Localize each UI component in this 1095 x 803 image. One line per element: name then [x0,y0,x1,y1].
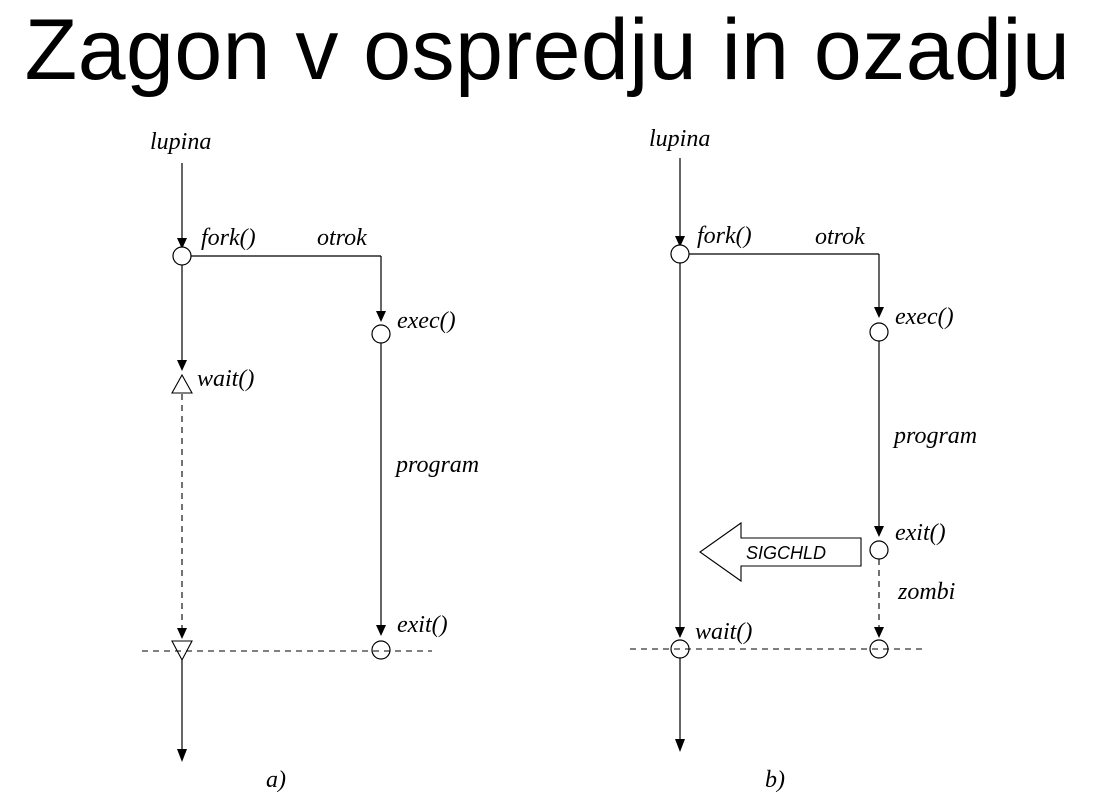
shell-label-b: lupina [649,126,710,152]
arrowhead-b [874,627,884,638]
zombie-label-b: zombi [897,579,955,605]
program-label-a: program [394,452,479,478]
arrowhead-a [376,311,386,322]
exec-label-a: exec() [397,308,456,334]
arrowhead-b [874,307,884,318]
fork-node-a [172,246,192,266]
program-label-b: program [892,423,977,449]
arrowhead-b [675,739,685,752]
page-title: Zagon v ospredju in ozadju [24,2,1071,98]
exit-node-b [869,540,889,560]
fork-node-b [670,244,690,264]
arrowhead-b [874,526,884,537]
sigchld-arrow [699,521,862,583]
exit-node-a [371,640,391,660]
exec-node-a [371,324,391,344]
diagram-b: lupina fork() otrok exec() program exit(… [630,126,977,793]
wait-triangle-a [171,373,193,394]
exec-node-b [869,322,889,342]
wait-label-b: wait() [695,619,752,645]
child-label-b: otrok [815,224,865,250]
arrowhead-a [177,628,187,639]
arrowhead-b [675,627,685,638]
diagram-a: lupina fork() otrok exec() program exit(… [142,129,479,793]
exit-label-a: exit() [397,612,448,638]
arrowhead-a [177,749,187,762]
wait-label-a: wait() [197,366,254,392]
child-label-a: otrok [317,225,367,251]
arrowhead-a [376,625,386,636]
caption-a: a) [266,767,286,793]
fork-label-b: fork() [697,223,752,249]
caption-b: b) [765,767,785,793]
arrowhead-a [177,360,187,371]
exec-label-b: exec() [895,304,954,330]
shell-label-a: lupina [150,129,211,155]
arrowhead-a [177,238,187,249]
fork-label-a: fork() [201,225,256,251]
sigchld-label: SIGCHLD [746,543,826,563]
exit-label-b: exit() [895,520,946,546]
arrowhead-b [675,236,685,247]
